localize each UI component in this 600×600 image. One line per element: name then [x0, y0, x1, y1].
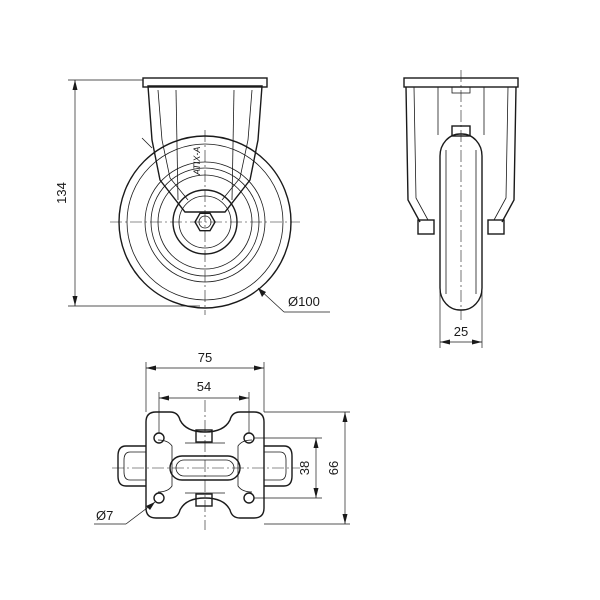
- fork-inner-left: [157, 89, 189, 201]
- arrow-66-top: [342, 412, 348, 422]
- mount-hole-tl: [153, 432, 165, 444]
- arrow-66-bottom: [342, 514, 348, 524]
- side-view: 25: [403, 70, 519, 348]
- arrow-54-left: [159, 395, 169, 401]
- dim-hole-diameter-label: Ø7: [96, 508, 113, 523]
- arrow-height-bottom: [72, 296, 78, 306]
- arrow-25-left: [440, 339, 450, 345]
- fork-body: [147, 85, 263, 213]
- axle-stub-right: [487, 219, 505, 235]
- fork-mid-left: [175, 89, 179, 201]
- dim-hole-spacing-width-label: 38: [297, 461, 312, 475]
- brand-mark: ATIX-A: [192, 147, 202, 176]
- top-view: 75 54 38 66 Ø7: [94, 350, 350, 530]
- bolt-top: [195, 429, 213, 443]
- fork-mid-right: [231, 89, 235, 201]
- fork-arm-right-inner: [493, 86, 509, 221]
- dim-wheel-width-label: 25: [454, 324, 468, 339]
- dim-diameter-label: Ø100: [288, 294, 320, 309]
- mount-hole-bl: [153, 492, 165, 504]
- fork-inner-right: [221, 89, 253, 201]
- fork-leader: [141, 137, 153, 149]
- arrow-25-right: [472, 339, 482, 345]
- arrow-38-top: [313, 438, 319, 448]
- arrow-38-bottom: [313, 488, 319, 498]
- plate-outline: [145, 411, 265, 519]
- mount-hole-tr: [243, 432, 255, 444]
- top-plate-front: [142, 77, 268, 88]
- mount-hole-br: [243, 492, 255, 504]
- fork-arm-right: [501, 86, 517, 223]
- dim-height-label: 134: [54, 182, 69, 204]
- axle-stub-left: [417, 219, 435, 235]
- plate-left-bump: [117, 445, 146, 487]
- dim-plate-width-label: 66: [326, 461, 341, 475]
- arrow-diameter: [258, 288, 266, 297]
- arrow-height-top: [72, 80, 78, 90]
- arrow-75-left: [146, 365, 156, 371]
- bolt-bottom: [195, 493, 213, 507]
- front-view: ATIX-A 134 Ø100: [54, 77, 330, 315]
- dim-plate-length-label: 75: [198, 350, 212, 365]
- dim-hole-spacing-length-label: 54: [197, 379, 211, 394]
- plate-left-bump-inner: [123, 451, 146, 481]
- arrow-hole: [146, 502, 155, 510]
- plate-right-bump: [264, 445, 293, 487]
- fork-arm-left: [405, 86, 421, 223]
- fork-arm-left-inner: [413, 86, 429, 221]
- arrow-75-right: [254, 365, 264, 371]
- plate-right-bump-inner: [264, 451, 287, 481]
- arrow-54-right: [239, 395, 249, 401]
